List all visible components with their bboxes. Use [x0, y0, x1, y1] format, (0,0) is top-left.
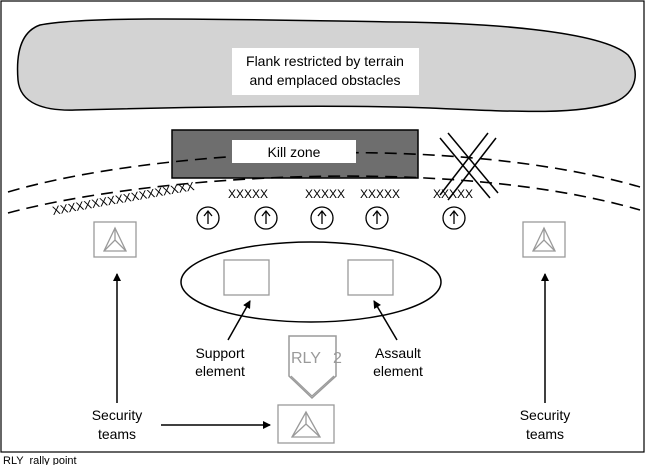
terrain-label-box [232, 48, 419, 95]
security-left-label-line2: teams [98, 426, 136, 442]
security-team-right-symbol [522, 221, 566, 258]
support-label-line1: Support [195, 345, 244, 361]
rally-point-symbol [288, 335, 337, 400]
kill-zone-label-box [232, 140, 356, 163]
assault-label-line2: element [373, 363, 423, 379]
security-team-center-symbol [277, 404, 335, 444]
support-element-symbol [223, 259, 270, 296]
mine-1 [196, 206, 220, 230]
security-team-left-symbol [93, 221, 137, 258]
footnote: RLY rally point [3, 455, 77, 465]
rally-point-number: 2 [333, 350, 342, 367]
terrain-label-line1: Flank restricted by terrain [246, 53, 404, 69]
wire-obstacle-1: XXXXX [228, 187, 268, 201]
security-right-label-line2: teams [526, 426, 564, 442]
assault-element-symbol [347, 259, 394, 296]
kill-zone-label: Kill zone [268, 144, 321, 160]
wire-obstacle-2: XXXXX [305, 187, 345, 201]
security-left-label-line1: Security [92, 407, 143, 423]
diagram-frame [0, 0, 645, 453]
wire-obstacle-4: XXXXX [433, 187, 473, 201]
mine-5 [442, 206, 466, 230]
arrow-support [227, 300, 251, 341]
mine-2 [254, 206, 278, 230]
wire-obstacle-3: XXXXX [360, 187, 400, 201]
mine-4 [365, 206, 389, 230]
main-body-ellipse [180, 241, 442, 323]
rally-point-text: RLY [291, 350, 321, 367]
support-label-line2: element [195, 363, 245, 379]
arrow-assault [373, 300, 398, 341]
rally-point-inner-chevron [290, 375, 335, 397]
security-right-label-line1: Security [520, 407, 571, 423]
terrain-label-line2: and emplaced obstacles [250, 72, 401, 88]
mine-3 [310, 206, 334, 230]
assault-label-line1: Assault [375, 345, 421, 361]
road-block-x [439, 132, 499, 201]
